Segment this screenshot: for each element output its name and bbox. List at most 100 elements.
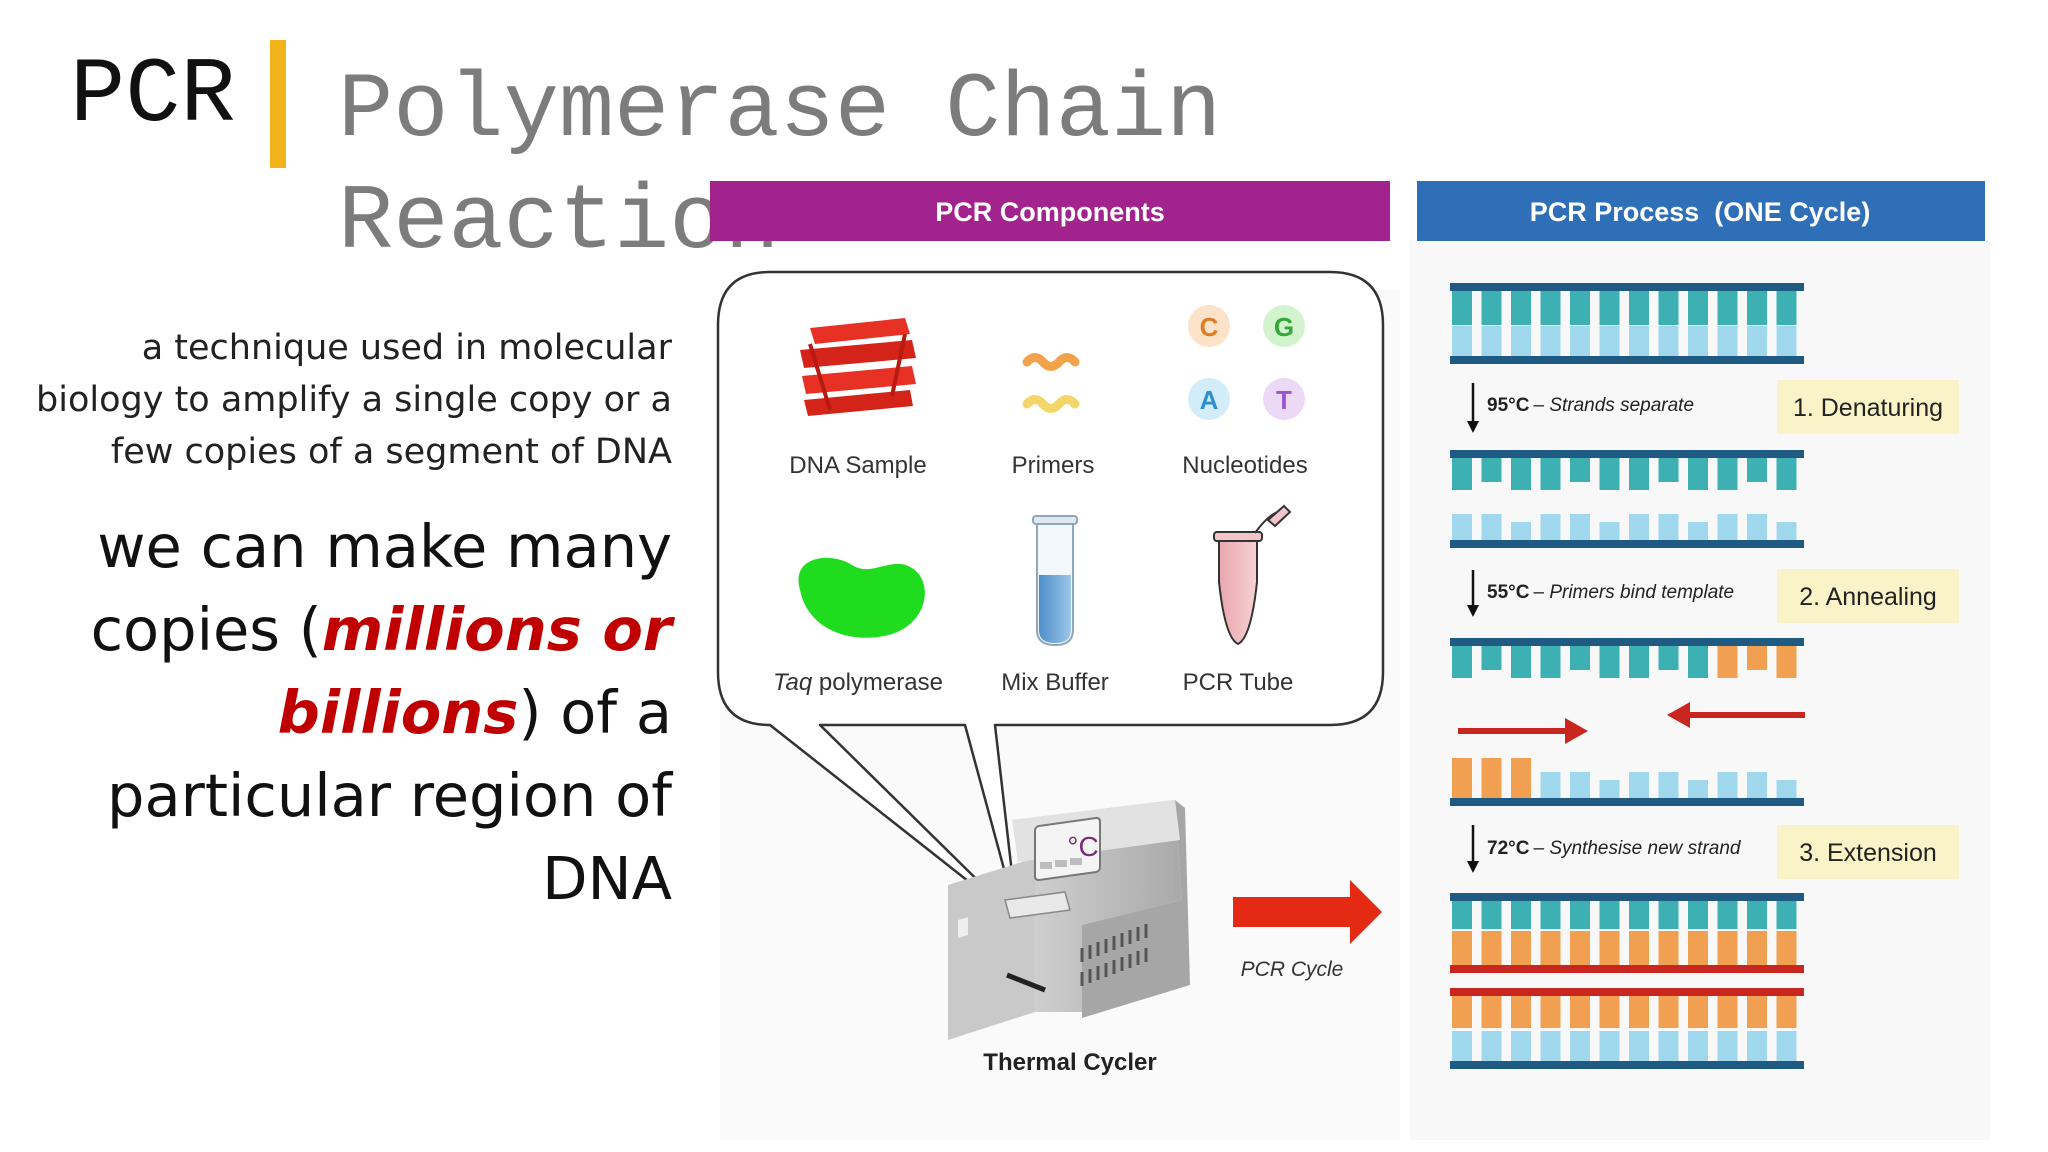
dna-base (1688, 646, 1708, 678)
dna-base (1629, 291, 1649, 325)
dna-base (1540, 996, 1561, 1028)
dna-base (1717, 326, 1738, 356)
polymerase-label: polymerase (819, 669, 943, 696)
dna-base (1540, 1031, 1561, 1061)
dna-base (1599, 646, 1620, 678)
process-header-bar (1417, 181, 1985, 241)
taq-polymerase-icon (798, 557, 925, 638)
mix-buffer-label: Mix Buffer (1001, 669, 1109, 696)
dna-base (1629, 514, 1649, 540)
nucleotide-a: A (1200, 385, 1219, 415)
pcr-figure: PCR Components PCR Process (ONE Cycle) D… (710, 170, 1992, 1152)
dna-base (1776, 1031, 1797, 1061)
dna-base (1658, 646, 1679, 670)
dna-base (1717, 291, 1738, 325)
step-3-info: 72°C– Synthesise new strand (1487, 838, 1742, 859)
dna-base (1452, 291, 1472, 325)
dna-base (1747, 1031, 1767, 1061)
dna-base (1452, 458, 1472, 490)
dna-base (1747, 291, 1767, 325)
dna-backbone (1450, 283, 1804, 291)
dna-base (1599, 996, 1620, 1028)
dna-base (1540, 514, 1561, 540)
dna-base (1776, 458, 1797, 490)
dna-base (1511, 646, 1531, 678)
dna-base (1717, 1031, 1738, 1061)
highlight-emphasis: millions or billions (277, 595, 672, 747)
dna-base (1570, 458, 1590, 482)
title-abbreviation: PCR (70, 43, 236, 148)
dna-base (1481, 458, 1502, 482)
step-3-desc: Synthesise new strand (1549, 838, 1742, 859)
dna-base (1452, 931, 1472, 965)
dna-base (1511, 1031, 1531, 1061)
dna-base (1629, 901, 1649, 929)
dna-base (1540, 931, 1561, 965)
dna-base (1658, 1031, 1679, 1061)
components-header: PCR Components (935, 197, 1165, 227)
dna-base (1570, 291, 1590, 325)
dna-base (1452, 1031, 1472, 1061)
step-annealing: 55°C– Primers bind template 2. Annealing (1467, 569, 1959, 623)
dna-base (1747, 458, 1767, 482)
step-3-label: 3. Extension (1799, 839, 1937, 867)
dna-base (1599, 1031, 1620, 1061)
dna-base (1658, 514, 1679, 540)
components-header-bar (710, 181, 1390, 241)
dna-base (1511, 458, 1531, 490)
dna-base (1570, 901, 1590, 929)
dna-base (1776, 646, 1797, 678)
dna-base (1717, 996, 1738, 1028)
nucleotide-t: T (1276, 385, 1292, 415)
dna-base (1511, 996, 1531, 1028)
cycler-display: °C (1067, 831, 1098, 862)
process-dna-strands (1450, 283, 1804, 1069)
primers-label: Primers (1012, 452, 1095, 479)
dna-base (1599, 931, 1620, 965)
dna-base (1570, 772, 1590, 798)
dna-base (1747, 772, 1767, 798)
dna-base (1452, 996, 1472, 1028)
dna-base (1688, 901, 1708, 929)
dna-base (1452, 514, 1472, 540)
nucleotides-label: Nucleotides (1182, 452, 1307, 479)
dna-base (1658, 326, 1679, 356)
nucleotide-g: G (1274, 312, 1294, 342)
title-accent-bar (270, 40, 286, 168)
dna-base (1688, 291, 1708, 325)
dna-base (1717, 901, 1738, 929)
taq-label: Taq (773, 669, 813, 696)
dna-base (1776, 522, 1797, 540)
dna-base (1511, 522, 1531, 540)
dna-base (1747, 901, 1767, 929)
dna-backbone (1450, 540, 1804, 548)
step-2-label: 2. Annealing (1799, 583, 1937, 611)
dna-base (1452, 758, 1472, 798)
dna-base (1540, 901, 1561, 929)
step-3-temp: 72°C (1487, 838, 1530, 859)
dna-base (1540, 772, 1561, 798)
dna-backbone (1450, 1061, 1804, 1069)
dna-backbone (1450, 356, 1804, 364)
dna-base (1481, 326, 1502, 356)
dna-base (1658, 772, 1679, 798)
dna-backbone (1450, 450, 1804, 458)
dna-base (1658, 931, 1679, 965)
dna-base (1599, 291, 1620, 325)
dna-base (1570, 326, 1590, 356)
step-2-label-box (1777, 569, 1959, 623)
dna-base (1658, 291, 1679, 325)
pcr-tube-icon (1213, 504, 1292, 646)
dna-base (1688, 780, 1708, 798)
new-strand-top (1450, 965, 1804, 973)
dna-backbone (1450, 893, 1804, 901)
process-header: PCR Process (ONE Cycle) (1530, 197, 1871, 227)
dna-sample-icon (800, 318, 916, 416)
dna-base (1776, 326, 1797, 356)
description-text: a technique used in molecular biology to… (36, 328, 672, 472)
dna-base (1776, 996, 1797, 1028)
dna-base (1540, 458, 1561, 490)
dna-base (1481, 291, 1502, 325)
dna-base (1452, 326, 1472, 356)
dna-base (1717, 514, 1738, 540)
